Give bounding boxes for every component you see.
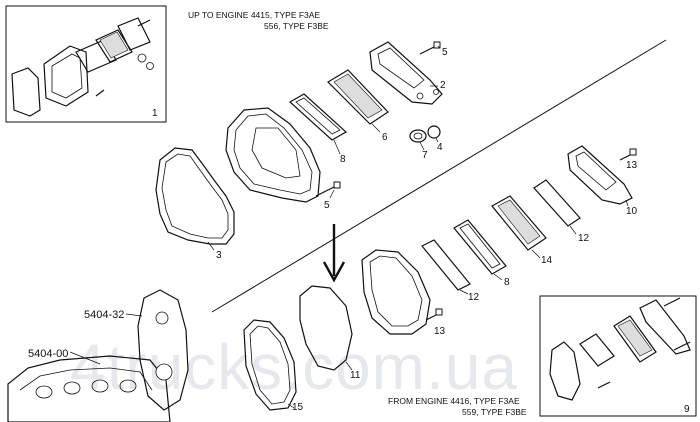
label-5-upper: 5 (442, 47, 448, 58)
label-14: 14 (541, 255, 553, 266)
down-arrow (322, 224, 346, 283)
part-15-cover (243, 319, 297, 411)
part-3-housing (225, 107, 321, 203)
header-top: UP TO ENGINE 4415, TYPE F3AE 556, TYPE F… (188, 10, 329, 32)
inset-box-1 (5, 5, 167, 123)
label-8-lower: 8 (504, 277, 510, 288)
part-8-gasket (288, 93, 348, 141)
header-bottom-line1: FROM ENGINE 4416, TYPE F3AE (388, 396, 520, 406)
inset-box-9 (539, 295, 697, 417)
label-13-lower: 13 (434, 326, 446, 337)
label-11: 11 (350, 370, 361, 381)
label-8-upper: 8 (340, 154, 346, 165)
part-7-cap (409, 129, 427, 143)
label-1: 1 (152, 108, 158, 119)
label-13-upper: 13 (626, 160, 638, 171)
separator-line (211, 39, 667, 313)
label-5-lower: 5 (324, 200, 330, 211)
header-bottom-line2: 559, TYPE F3BE (462, 407, 527, 417)
part-3-gasket (155, 147, 235, 245)
label-4: 4 (437, 142, 443, 153)
header-bottom: FROM ENGINE 4416, TYPE F3AE 559, TYPE F3… (388, 396, 527, 418)
part-6-filter (327, 69, 389, 125)
bolt-5-lower (315, 181, 341, 197)
bolt-13-upper (619, 148, 637, 161)
part-labels: 1 5 2 6 8 7 4 5 3 13 10 12 14 8 12 13 11… (28, 47, 690, 415)
bolt-13-lower (425, 308, 443, 321)
label-3: 3 (216, 250, 222, 261)
watermark: 4trucks.com.ua (70, 331, 518, 403)
engine-block (7, 355, 171, 422)
part-11-housing (361, 249, 431, 335)
bolt-5-upper (419, 41, 441, 55)
part-10-cover (567, 145, 633, 205)
label-9: 9 (684, 404, 690, 415)
label-12-upper: 12 (578, 233, 590, 244)
ref-code-5404-32: 5404-32 (84, 309, 124, 321)
label-7: 7 (422, 150, 428, 161)
header-top-line1: UP TO ENGINE 4415, TYPE F3AE (188, 10, 321, 20)
part-12-gasket-lower (421, 239, 471, 291)
part-8-gasket-lower (453, 219, 507, 275)
leader-lines (69, 45, 629, 409)
timing-cover (137, 289, 189, 411)
part-4-ring (427, 125, 441, 139)
header-top-line2: 556, TYPE F3BE (264, 21, 329, 31)
label-15: 15 (292, 402, 304, 413)
part-12-gasket-upper (533, 179, 581, 227)
ref-code-5404-00: 5404-00 (28, 348, 68, 360)
label-10: 10 (626, 206, 638, 217)
label-2: 2 (440, 80, 446, 91)
part-2-cover (369, 41, 443, 105)
part-14-filter (491, 195, 547, 251)
part-11-gasket (299, 285, 353, 371)
label-6: 6 (382, 132, 388, 143)
label-12-lower: 12 (468, 292, 480, 303)
